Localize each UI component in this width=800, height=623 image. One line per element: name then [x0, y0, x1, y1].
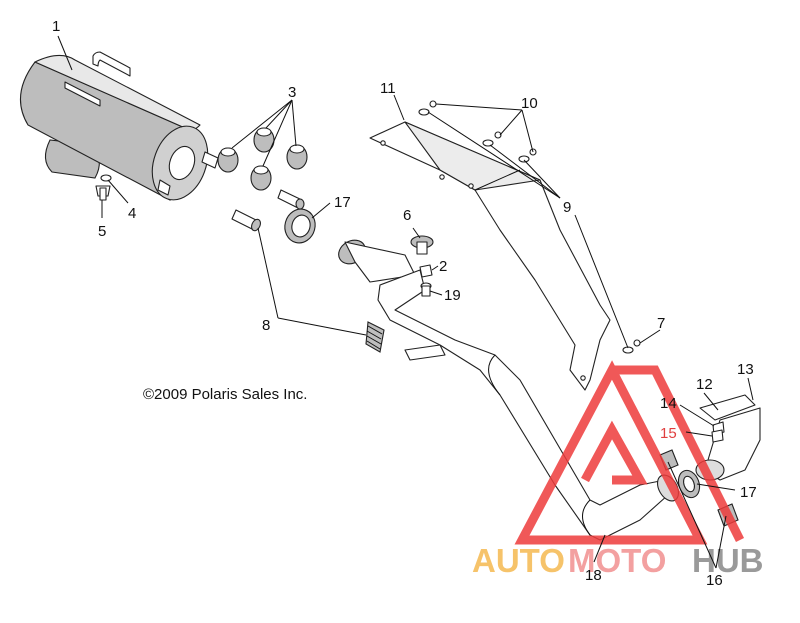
- sensor-part-6: [410, 235, 434, 255]
- callout-12: 12: [696, 376, 713, 393]
- spring-part-8-lower: [365, 321, 385, 353]
- spring-part-17-small: [277, 189, 305, 210]
- watermark-text: AUTO MOTO HUB: [472, 542, 764, 579]
- callout-6: 6: [403, 207, 411, 224]
- watermark-triangle-large: [514, 360, 708, 545]
- leader-lines: [57, 35, 754, 569]
- callout-17-lower: 17: [740, 484, 757, 501]
- watermark-text-auto: AUTO: [472, 542, 565, 579]
- copyright-text: ©2009 Polaris Sales Inc.: [143, 386, 307, 403]
- nut-part-2: [419, 264, 433, 278]
- watermark-text-moto: MOTO: [568, 542, 666, 579]
- callout-4: 4: [128, 205, 136, 222]
- watermark-text-hub: HUB: [692, 542, 764, 579]
- callout-17-upper: 17: [334, 194, 351, 211]
- gasket-part-17-upper: [284, 208, 316, 244]
- callout-9: 9: [563, 199, 571, 216]
- watermark-inner-mark: [581, 420, 648, 485]
- bolt-part-19: [420, 282, 432, 297]
- bolt-part-5: [95, 185, 111, 201]
- grommet-parts-3: [217, 127, 308, 191]
- watermark-triangle-right: [612, 365, 745, 543]
- callout-14: 14: [660, 395, 677, 412]
- callout-7: 7: [657, 315, 665, 332]
- callout-8: 8: [262, 317, 270, 334]
- flange-plate-part-12: [699, 394, 756, 421]
- callout-13: 13: [737, 361, 754, 378]
- callout-19: 19: [444, 287, 461, 304]
- washer-part-4: [100, 174, 112, 182]
- callout-16: 16: [706, 572, 723, 589]
- callout-15: 15: [660, 425, 677, 442]
- head-pipe-part-18: [338, 239, 680, 541]
- callout-1: 1: [52, 18, 60, 35]
- callout-18: 18: [585, 567, 602, 584]
- callout-10: 10: [521, 95, 538, 112]
- heat-shield-part-11: [369, 121, 611, 391]
- spring-part-8-upper: [231, 209, 261, 232]
- muffler-part: [19, 51, 219, 201]
- nut-part-15: [711, 429, 724, 443]
- callout-numbers: 1 2 3 4 5 6 7 8 9 10 11 12 13 14 15 16 1…: [52, 18, 757, 589]
- callout-5: 5: [98, 223, 106, 240]
- callout-3: 3: [288, 84, 296, 101]
- watermark-logo: [514, 360, 745, 545]
- callout-11: 11: [380, 80, 396, 97]
- screw-parts-10: [418, 100, 537, 163]
- callout-2: 2: [439, 258, 447, 275]
